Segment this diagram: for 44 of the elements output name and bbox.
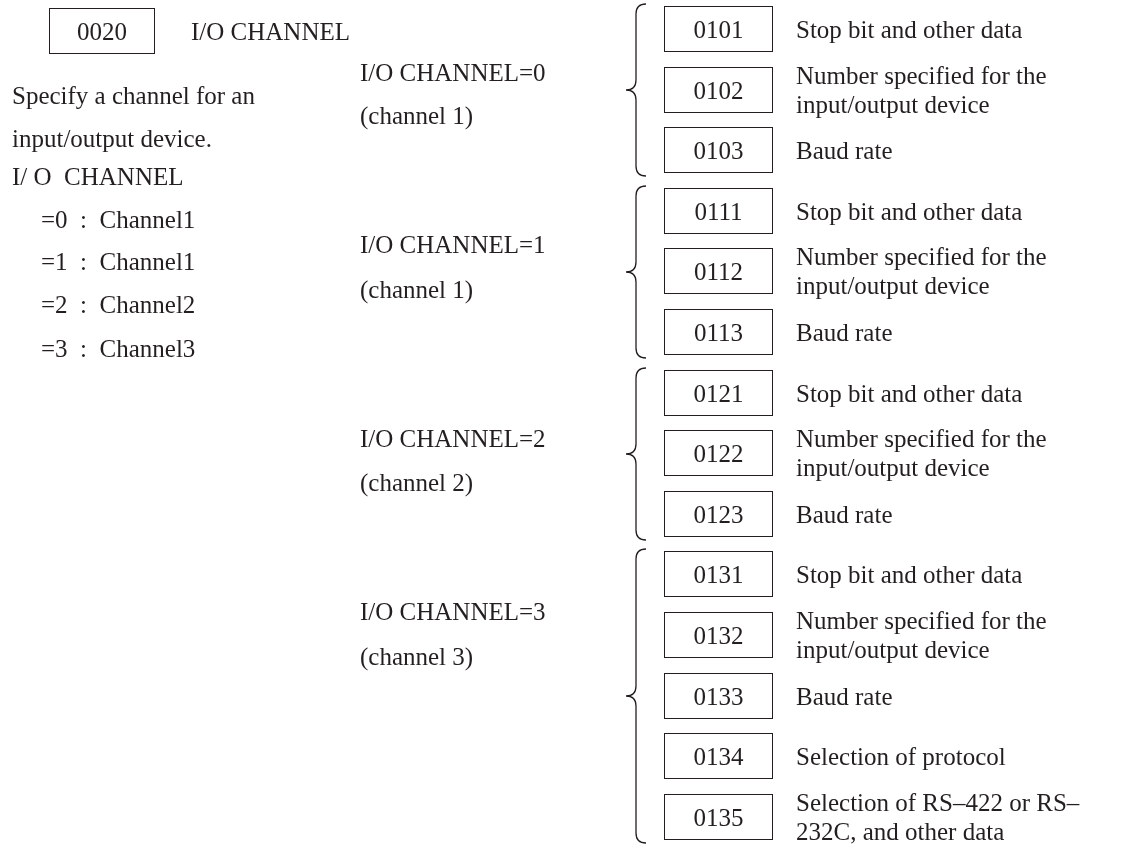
parameter-number-box: 0103 [664, 127, 773, 173]
setting-value-text: =2 : Channel2 [41, 290, 196, 320]
parameter-number-box: 0131 [664, 551, 773, 597]
parameter-description: Stop bit and other data [796, 378, 1023, 408]
parameter-description: Number specified for the input/output device [796, 242, 1048, 300]
parameter-description: Baud rate [796, 499, 893, 529]
parameter-number-box: 0133 [664, 673, 773, 719]
channel-number-label: (channel 3) [360, 642, 474, 672]
parameter-description: Number specified for the input/output device [796, 606, 1048, 664]
parameter-number-box: 0111 [664, 188, 773, 234]
parameter-description: Stop bit and other data [796, 559, 1023, 589]
parameter-number-box: 0020 [49, 8, 155, 54]
parameter-number-box: 0135 [664, 794, 773, 840]
parameter-description: Baud rate [796, 317, 893, 347]
parameter-number-box: 0102 [664, 67, 773, 113]
parameter-number-box: 0113 [664, 309, 773, 355]
setting-value-text: =3 : Channel3 [41, 334, 196, 364]
parameter-description: Selection of RS–422 or RS–232C, and other data [796, 788, 1081, 846]
channel-number-label: (channel 2) [360, 468, 474, 498]
channel-number-label: (channel 1) [360, 101, 474, 131]
parameter-description: Baud rate [796, 135, 893, 165]
channel-setting-label: I/O CHANNEL=2 [360, 424, 546, 454]
parameter-number-box: 0112 [664, 248, 773, 294]
channel-number-label: (channel 1) [360, 275, 474, 305]
channel-setting-label: I/O CHANNEL=3 [360, 597, 546, 627]
parameter-number-box: 0123 [664, 491, 773, 537]
parameter-heading: I/ O CHANNEL [12, 162, 184, 192]
parameter-number-box: 0121 [664, 370, 773, 416]
parameter-number-box: 0122 [664, 430, 773, 476]
parameter-number-box: 0132 [664, 612, 773, 658]
parameter-number-box: 0134 [664, 733, 773, 779]
parameter-description: Number specified for the input/output device [796, 61, 1048, 119]
parameter-number-box: 0101 [664, 6, 773, 52]
parameter-description: Stop bit and other data [796, 196, 1023, 226]
description-text: Specify a channel for an input/output device. [12, 81, 256, 154]
setting-value-text: =0 : Channel1 [41, 205, 196, 235]
channel-setting-label: I/O CHANNEL=0 [360, 58, 546, 88]
parameter-name: I/O CHANNEL [191, 16, 350, 47]
parameter-description: Selection of protocol [796, 741, 1006, 771]
parameter-description: Stop bit and other data [796, 14, 1023, 44]
parameter-description: Number specified for the input/output device [796, 424, 1048, 482]
channel-setting-label: I/O CHANNEL=1 [360, 230, 546, 260]
setting-value-text: =1 : Channel1 [41, 247, 196, 277]
parameter-description: Baud rate [796, 681, 893, 711]
